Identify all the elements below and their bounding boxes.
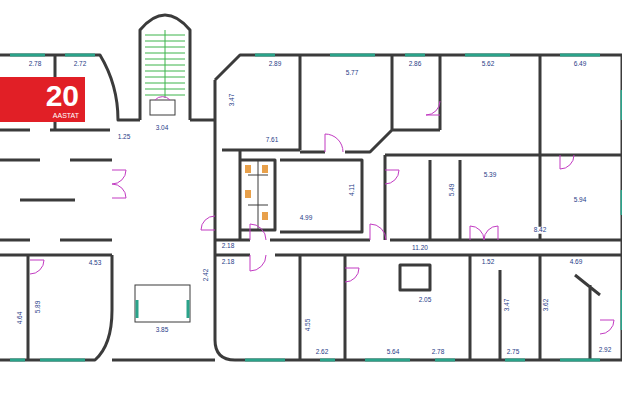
dimension-label: 2.72	[73, 61, 88, 68]
dimension-label: 2.18	[221, 259, 236, 266]
dimension-label: 4.64	[17, 311, 24, 326]
badge-number: 20	[46, 81, 79, 111]
door-swing	[30, 260, 44, 274]
stairs	[145, 30, 185, 98]
dimension-label: 2.92	[598, 347, 613, 354]
outer-wall	[215, 55, 622, 360]
hall-fixtures	[135, 100, 268, 322]
dimension-label: 2.78	[28, 61, 43, 68]
door-swing	[345, 268, 359, 282]
inner-wall	[240, 150, 362, 240]
door-swing	[155, 97, 170, 100]
door-swing	[250, 224, 266, 240]
inner-wall	[0, 55, 112, 360]
toilet-fixtures	[245, 165, 268, 220]
dimension-label: 3.62	[543, 298, 550, 313]
dimension-label: 2.18	[221, 243, 236, 250]
dimension-label: 8.42	[533, 227, 548, 234]
badge-caption: AASTAT	[53, 112, 79, 119]
dimension-label: 2.62	[315, 349, 330, 356]
inner-wall	[222, 55, 540, 155]
door-swing	[600, 320, 614, 334]
hall-box	[135, 285, 190, 322]
inner-wall	[385, 155, 622, 240]
doors	[30, 97, 614, 334]
dimension-label: 4.53	[88, 260, 103, 267]
door-swing	[426, 101, 440, 115]
wc-symbol	[262, 165, 268, 173]
wc-symbol	[245, 165, 251, 173]
dimension-label: 5.49	[449, 183, 456, 198]
walls	[0, 15, 622, 360]
dimension-label: 4.99	[299, 215, 314, 222]
dimension-label: 3.47	[229, 93, 236, 108]
dimension-label: 5.77	[345, 70, 360, 77]
dimension-label: 5.89	[35, 300, 42, 315]
dimension-label: 3.85	[155, 327, 170, 334]
door-swing	[370, 224, 386, 240]
door-swing	[470, 226, 498, 240]
dimension-label: 5.39	[483, 172, 498, 179]
landing	[150, 100, 175, 115]
stair-steps	[145, 30, 185, 98]
dimension-label: 3.04	[155, 125, 170, 132]
dimension-label: 4.69	[569, 259, 584, 266]
door-swing	[112, 170, 126, 198]
window	[10, 359, 600, 362]
window	[137, 90, 622, 330]
door-swing	[560, 155, 574, 169]
door-swing	[325, 134, 343, 152]
dimension-label: 2.86	[408, 61, 423, 68]
dimension-label: 1.25	[117, 134, 132, 141]
windows	[10, 55, 622, 360]
dimension-label: 6.49	[573, 61, 588, 68]
dimension-label: 5.62	[481, 61, 496, 68]
door-swing	[250, 255, 266, 271]
dimension-label: 5.94	[573, 197, 588, 204]
dimension-label: 7.61	[265, 137, 280, 144]
dimension-label: 11.20	[411, 245, 429, 252]
dimension-label: 2.42	[203, 268, 210, 283]
dimension-label: 3.47	[504, 298, 511, 313]
dimension-label: 4.55	[305, 318, 312, 333]
sink-symbol	[262, 212, 268, 220]
door-swing	[201, 216, 215, 230]
dimension-label: 1.52	[481, 259, 496, 266]
door-swing	[385, 170, 399, 184]
dimension-label: 4.11	[349, 183, 356, 197]
dimension-label: 5.64	[386, 349, 401, 356]
dimension-label: 2.89	[268, 61, 283, 68]
dimension-label: 2.75	[506, 349, 521, 356]
outer-wall	[0, 255, 215, 360]
window	[10, 54, 600, 57]
stair-tower	[140, 15, 190, 120]
wc-symbol	[245, 190, 251, 198]
dimension-label: 2.05	[418, 297, 433, 304]
corridor-wall	[215, 240, 622, 255]
anniversary-badge: 20AASTAT	[0, 77, 85, 122]
inner-wall	[300, 255, 600, 360]
dimension-label: 2.78	[431, 349, 446, 356]
